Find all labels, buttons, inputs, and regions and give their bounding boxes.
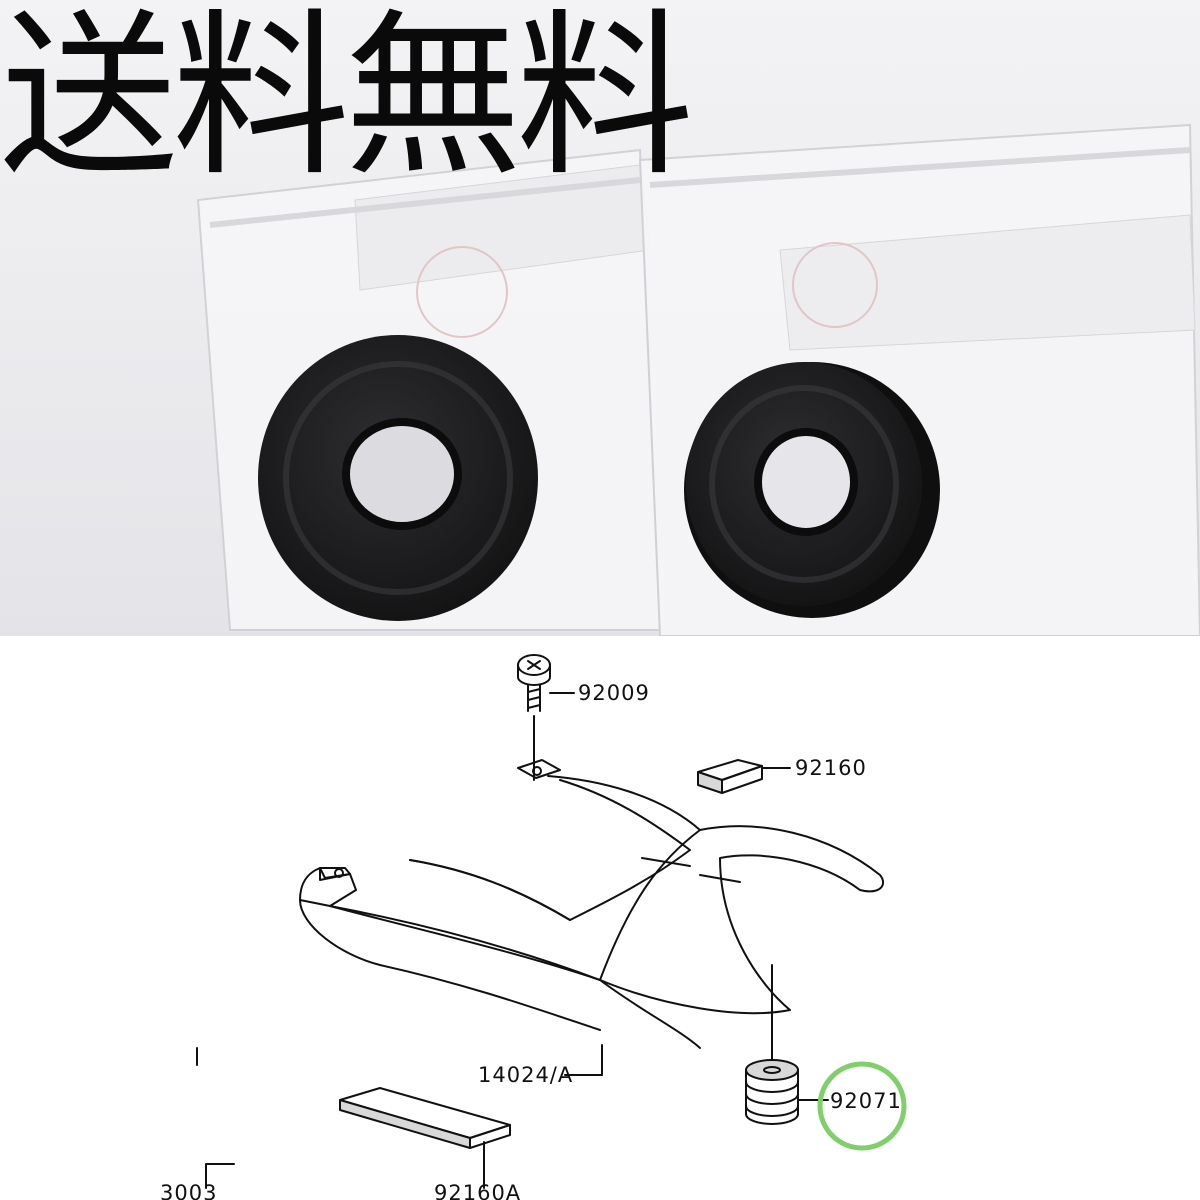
pad-part-bottom	[339, 1087, 511, 1189]
rubber-grommet-right	[684, 362, 940, 618]
highlight-circle	[817, 1061, 907, 1151]
pad-part-top	[697, 759, 791, 794]
free-shipping-headline: 送料無料	[0, 0, 694, 200]
seat-cover-part	[299, 759, 885, 1076]
rubber-grommet-left	[258, 335, 538, 621]
product-photo	[0, 0, 1200, 636]
callout-partial-3003: 3003	[160, 1181, 217, 1200]
parts-diagram: 92009 92160 14024/A 92071 92160A 3003	[160, 654, 907, 1200]
partial-left-part	[196, 1047, 235, 1189]
callout-92009: 92009	[578, 681, 650, 705]
callout-14024-a: 14024/A	[478, 1063, 573, 1087]
grommet-part	[745, 964, 829, 1125]
callout-92071: 92071	[830, 1089, 902, 1113]
callout-92160a: 92160A	[434, 1181, 521, 1200]
callout-92160: 92160	[795, 756, 867, 780]
